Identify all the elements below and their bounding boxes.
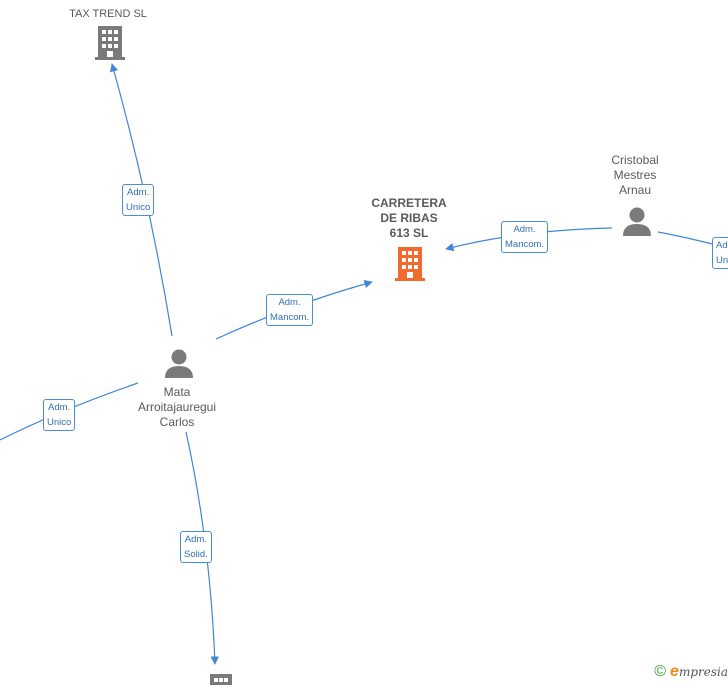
- building-icon[interactable]: [395, 247, 425, 281]
- person-icon[interactable]: [165, 349, 193, 379]
- label-line: CARRETERA: [371, 196, 447, 210]
- building-icon[interactable]: [210, 674, 232, 685]
- edge-label-line: Adm.: [278, 297, 301, 308]
- edge-label-mata-left[interactable]: Adm. Unico: [43, 399, 76, 431]
- brand-logo-letter: e: [670, 663, 679, 680]
- edge-label-line: Adm.: [127, 187, 150, 198]
- edge-label-cristobal-carretera[interactable]: Adm. Mancom.: [501, 221, 549, 253]
- building-icon[interactable]: [95, 26, 125, 60]
- edge-label-mata-bottom[interactable]: Adm. Solid.: [180, 531, 212, 563]
- edge-label-line: Adm.: [184, 534, 207, 545]
- label-line: Arnau: [618, 183, 652, 197]
- edge-label-line: Mancom.: [270, 312, 310, 323]
- edge-label-line: Adm.: [48, 402, 71, 413]
- company-label-tax-trend: TAX TREND SL: [69, 8, 147, 20]
- edge-label-line: Solid.: [184, 549, 208, 560]
- edge-label-line: Adm.: [513, 224, 536, 235]
- edge-label-mata-carretera[interactable]: Adm. Mancom.: [266, 294, 314, 326]
- edge-label-cristobal-right[interactable]: Adm. Unico: [712, 237, 728, 269]
- person-label-cristobal: Cristobal Mestres Arnau: [590, 153, 680, 198]
- label-line: Cristobal: [611, 153, 659, 167]
- label-line: 613 SL: [389, 226, 429, 240]
- person-label-mata: Mata Arroitajauregui Carlos: [126, 385, 228, 430]
- copyright-icon: ©: [654, 663, 667, 680]
- brand-logo-text: mpresia: [678, 665, 728, 679]
- label-line: DE RIBAS: [380, 211, 438, 225]
- company-label-carretera: CARRETERA DE RIBAS 613 SL: [350, 196, 468, 241]
- edge-label-line: Mancom.: [505, 239, 545, 250]
- edge-label-line: Unico: [47, 417, 72, 428]
- person-icon[interactable]: [623, 207, 651, 237]
- brand-footer: © e mpresia: [654, 663, 728, 681]
- edge-label-line: Adm.: [716, 240, 728, 251]
- label-line: Mata: [163, 385, 191, 399]
- label-line: Arroitajauregui: [137, 400, 217, 414]
- edge-label-mata-tax-trend[interactable]: Adm. Unico: [122, 184, 155, 216]
- edge-label-line: Unico: [716, 255, 728, 266]
- label-line: Mestres: [613, 168, 657, 182]
- label-line: Carlos: [159, 415, 195, 429]
- edge-label-line: Unico: [126, 202, 151, 213]
